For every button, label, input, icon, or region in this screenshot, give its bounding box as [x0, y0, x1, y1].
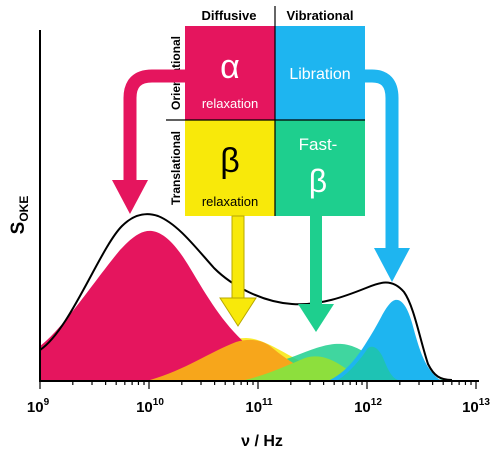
x-tick-label: 1011 — [245, 397, 273, 416]
libration-arrow-shaft — [365, 69, 399, 248]
classification-grid: Diffusive Vibrational Orientational Tran… — [166, 6, 365, 216]
beta-cell — [185, 120, 275, 216]
y-axis-label-main: S — [8, 222, 29, 235]
alpha-band — [40, 230, 330, 380]
axes — [39, 30, 479, 389]
arrows — [112, 69, 410, 332]
libration-cell — [275, 26, 365, 120]
x-axis-ticks — [39, 381, 477, 389]
fast-beta-symbol: β — [309, 163, 327, 199]
beta-label: relaxation — [202, 194, 258, 209]
alpha-label: relaxation — [202, 96, 258, 111]
alpha-arrow-shaft — [123, 69, 185, 180]
libration-label: Libration — [289, 66, 350, 83]
alpha-arrow-head — [112, 180, 148, 214]
x-axis-label: ν / Hz — [241, 433, 283, 450]
x-tick-labels: 109 1010 1011 1012 1013 — [27, 397, 490, 416]
libration-arrow-head — [374, 248, 410, 282]
beta-arrow-shaft — [231, 215, 245, 299]
spectral-bands — [40, 230, 450, 380]
x-tick-label: 1013 — [462, 397, 490, 416]
alpha-cell — [185, 26, 275, 120]
x-tick-label: 109 — [27, 397, 50, 416]
fastbeta-libration-overlap — [338, 346, 398, 380]
libration-band — [330, 299, 440, 380]
beta-symbol: β — [220, 142, 240, 180]
fast-beta-cell — [275, 120, 365, 216]
fast-beta-arrow-shaft — [310, 216, 322, 304]
row-header-translational: Translational — [169, 131, 183, 205]
total-spectrum-curve — [39, 213, 453, 381]
fast-beta-arrow-head — [298, 304, 334, 332]
x-tick-label: 1012 — [354, 397, 382, 416]
alpha-symbol: α — [220, 48, 240, 86]
y-axis-label: SOKE — [8, 196, 31, 235]
col-header-vibrational: Vibrational — [287, 8, 354, 23]
col-header-diffusive: Diffusive — [202, 8, 257, 23]
y-axis-label-sub: OKE — [17, 196, 31, 222]
beta-arrow-head — [219, 297, 257, 327]
x-tick-label: 1010 — [136, 397, 164, 416]
fast-beta-label: Fast- — [299, 135, 338, 154]
